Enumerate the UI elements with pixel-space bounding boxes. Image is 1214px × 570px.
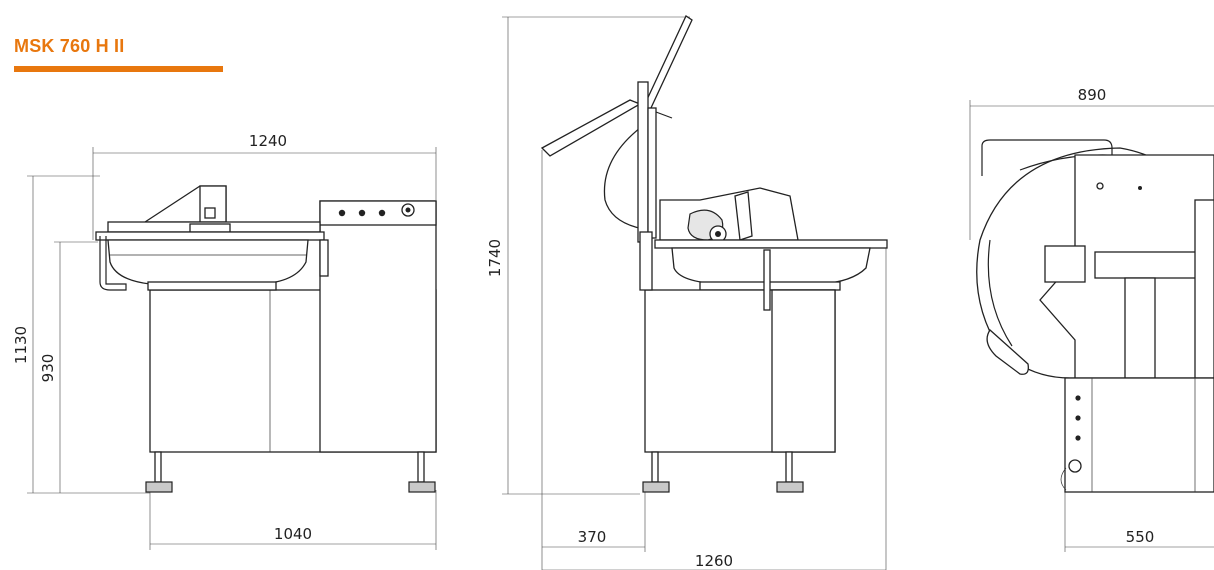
dim-front-height-bowl: 930 [39, 354, 57, 383]
side-view: 1740 370 1260 [486, 15, 888, 570]
dim-side-height-open: 1740 [486, 239, 504, 277]
dim-rear-width-top: 890 [1078, 86, 1107, 104]
dim-front-height-total: 1130 [12, 326, 30, 364]
dim-side-offset: 370 [578, 528, 607, 546]
dim-rear-width-base: 550 [1126, 528, 1155, 546]
front-view: 1240 1130 930 1040 [12, 132, 437, 550]
dim-front-width-top: 1240 [249, 132, 287, 150]
product-title: MSK 760 H II [14, 36, 125, 56]
dim-side-width-total: 1260 [695, 552, 733, 570]
dim-front-width-base: 1040 [274, 525, 312, 543]
rear-view: 890 550 [969, 86, 1214, 552]
title-underline [14, 66, 223, 72]
